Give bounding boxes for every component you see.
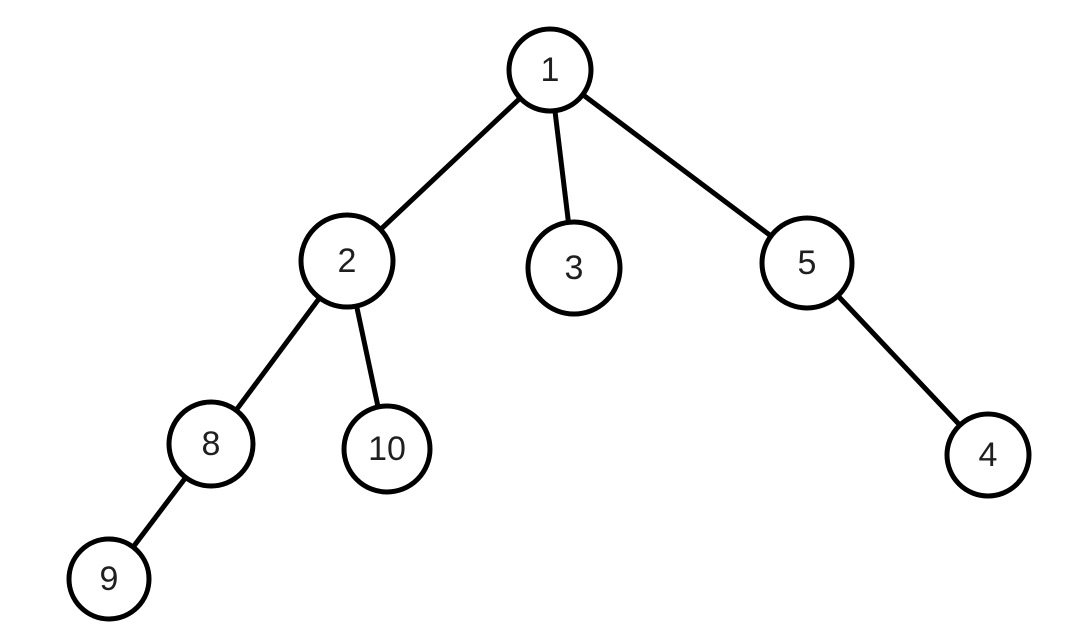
tree-node-5: 5: [759, 215, 855, 311]
node-circle-10: [341, 403, 433, 495]
node-label-8: 8: [202, 425, 221, 463]
node-label-2: 2: [338, 242, 357, 280]
node-circle-8: [166, 399, 256, 489]
node-circle-4: [944, 411, 1032, 499]
node-label-3: 3: [565, 249, 584, 287]
node-label-1: 1: [541, 51, 560, 89]
node-circle-3: [525, 219, 623, 317]
node-label-4: 4: [979, 436, 998, 474]
tree-node-1: 1: [506, 26, 594, 114]
node-label-5: 5: [798, 244, 817, 282]
node-circle-5: [759, 215, 855, 311]
node-circle-1: [506, 26, 594, 114]
node-circle-9: [66, 536, 152, 622]
tree-node-9: 9: [66, 536, 152, 622]
tree-node-10: 10: [341, 403, 433, 495]
node-label-9: 9: [100, 560, 119, 598]
edge-1-5: [548, 68, 809, 265]
tree-node-4: 4: [944, 411, 1032, 499]
tree-node-3: 3: [525, 219, 623, 317]
node-label-10: 10: [368, 430, 406, 468]
tree-node-2: 2: [298, 212, 396, 310]
tree-node-8: 8: [166, 399, 256, 489]
node-circle-2: [298, 212, 396, 310]
